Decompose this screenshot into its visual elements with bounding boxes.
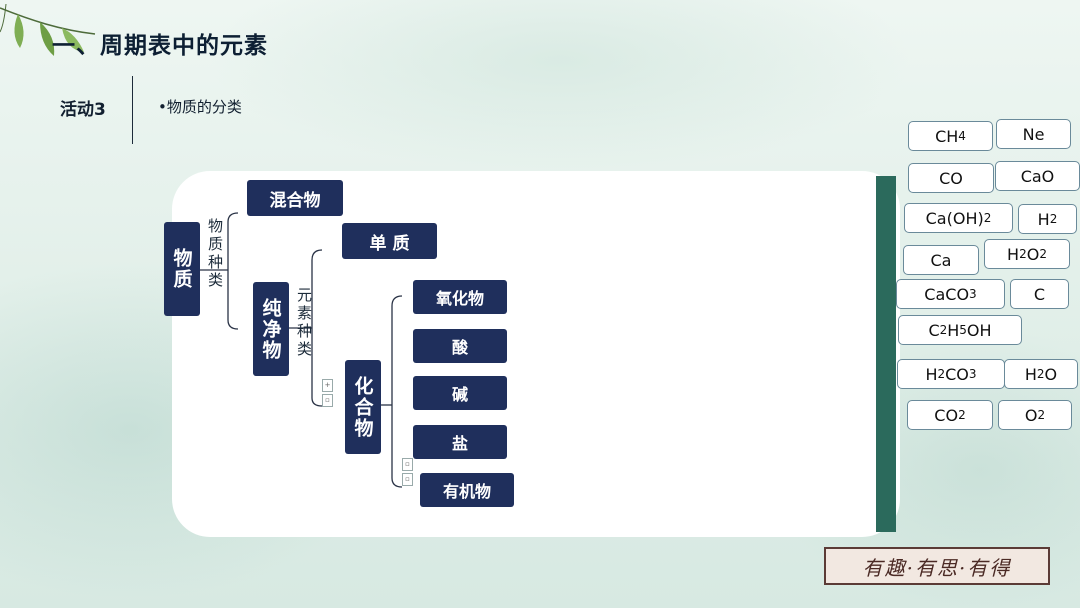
root-node-substance: 物质 xyxy=(164,222,200,316)
chip-h2-base: H xyxy=(1037,209,1050,229)
chip-caoh2-sub: 2 xyxy=(983,211,992,225)
chip-c-base: C xyxy=(1033,284,1046,304)
small-marker-2: ▫ xyxy=(322,394,333,407)
chip-h2o2-rest: O xyxy=(1026,244,1040,264)
chip-c2h5oh-sub: 2 xyxy=(939,323,948,337)
chip-cao[interactable]: CaO xyxy=(995,161,1080,191)
node-salt: 盐 xyxy=(413,425,507,459)
chip-ne[interactable]: Ne xyxy=(996,119,1071,149)
chip-h2co3-rest: CO xyxy=(945,364,969,384)
small-marker-4: ▫ xyxy=(402,473,413,486)
chip-h2co3-sub2: 3 xyxy=(968,367,977,381)
chip-ch4-sub: 4 xyxy=(958,129,966,143)
chip-h2o2-sub2: 2 xyxy=(1039,247,1047,261)
chip-h2o-sub: 2 xyxy=(1036,367,1045,381)
chip-ca[interactable]: Ca xyxy=(903,245,979,275)
small-marker-3: ▫ xyxy=(402,458,413,471)
node-pure-substance: 纯净物 xyxy=(253,282,289,376)
activity-label: 活动3 xyxy=(60,100,106,120)
chip-co2-sub: 2 xyxy=(958,408,966,422)
motto-text: 有趣·有思·有得 xyxy=(862,555,1012,580)
chip-co[interactable]: CO xyxy=(908,163,994,193)
willow-leaves-decoration xyxy=(0,3,96,56)
page-title: 一、周期表中的元素 xyxy=(52,33,268,59)
node-base: 碱 xyxy=(413,376,507,410)
chip-h2o-rest: O xyxy=(1044,364,1058,384)
chip-co-base: CO xyxy=(939,168,963,188)
chip-ne-base: Ne xyxy=(1022,124,1045,144)
chip-o2-sub: 2 xyxy=(1037,408,1046,422)
node-element: 单 质 xyxy=(342,223,437,259)
node-compound: 化合物 xyxy=(345,360,381,454)
chip-ch4-base: CH xyxy=(935,126,959,146)
branch-label-element-type: 元素种类 xyxy=(295,287,313,359)
chip-h2o2-base: H xyxy=(1007,244,1020,264)
chip-caoh2-base: Ca(OH) xyxy=(925,208,984,228)
chip-c2h5oh-base: C xyxy=(928,320,940,340)
branch-label-substance-type: 物质种类 xyxy=(206,218,224,290)
chip-cao-base: CaO xyxy=(1020,166,1055,186)
node-mixture: 混合物 xyxy=(247,180,343,216)
card-edge-decoration xyxy=(876,176,896,532)
node-acid: 酸 xyxy=(413,329,507,363)
chip-c2h5oh-rest: H xyxy=(947,320,960,340)
chip-h2co3-sub: 2 xyxy=(937,367,946,381)
chip-h2o2-sub: 2 xyxy=(1019,247,1027,261)
chip-caoh2[interactable]: Ca(OH)2 xyxy=(904,203,1013,233)
diagram-card xyxy=(172,171,900,537)
header-divider xyxy=(132,76,133,144)
small-marker-1: + xyxy=(322,379,333,392)
chip-h2-sub: 2 xyxy=(1049,212,1058,226)
node-oxide: 氧化物 xyxy=(413,280,507,314)
subtitle: •物质的分类 xyxy=(158,98,242,116)
chip-c2h5oh-sub2: 5 xyxy=(959,323,967,337)
node-organic: 有机物 xyxy=(420,473,514,507)
motto-stamp: 有趣·有思·有得 xyxy=(824,547,1050,585)
chip-caco3-sub: 3 xyxy=(969,287,977,301)
chip-ca-base: Ca xyxy=(930,250,952,270)
chip-caco3-base: CaCO xyxy=(924,284,970,304)
chip-c[interactable]: C xyxy=(1010,279,1069,309)
chip-h2o-base: H xyxy=(1024,364,1037,384)
chip-c2h5oh-rest2: OH xyxy=(966,320,992,340)
chip-co2-base: CO xyxy=(934,405,959,425)
chip-o2-base: O xyxy=(1024,405,1038,425)
chip-h2co3-base: H xyxy=(925,364,938,384)
